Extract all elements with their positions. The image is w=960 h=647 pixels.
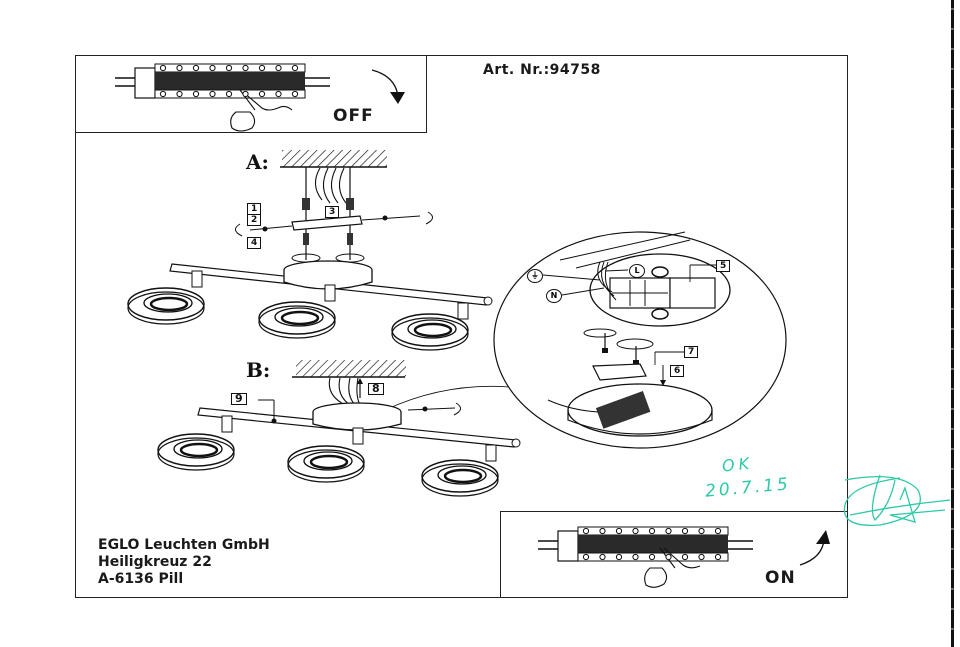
section-a-label: A: bbox=[246, 150, 269, 174]
spotlight-fixture-icon bbox=[126, 260, 493, 352]
breaker-slot bbox=[258, 90, 266, 98]
breaker-slot bbox=[225, 90, 233, 98]
breaker-slot bbox=[582, 553, 590, 561]
breaker-slot bbox=[714, 553, 722, 561]
breaker-slot bbox=[209, 90, 216, 98]
breaker-slot bbox=[681, 527, 689, 535]
breaker-slot bbox=[665, 527, 672, 535]
ceiling-hatch-icon bbox=[282, 150, 387, 167]
part-number-4: 4 bbox=[247, 237, 262, 249]
breaker-slot bbox=[159, 90, 167, 98]
mounting-bracket bbox=[291, 215, 363, 231]
breaker-slot bbox=[714, 527, 722, 535]
breaker-slot bbox=[648, 527, 656, 535]
neutral-terminal-label: N bbox=[546, 289, 562, 303]
part-number-9: 9 bbox=[231, 393, 247, 405]
section-b-label: B: bbox=[246, 358, 271, 382]
handwritten-approval: OK bbox=[721, 453, 755, 476]
breaker-slot bbox=[681, 553, 689, 561]
breaker-slot bbox=[599, 527, 606, 535]
earth-terminal-label: ⏚ bbox=[527, 269, 543, 283]
article-number: Art. Nr.:94758 bbox=[483, 62, 601, 78]
breaker-slot bbox=[176, 90, 183, 98]
anchor-icon bbox=[346, 198, 354, 210]
screw-icon bbox=[303, 233, 309, 245]
breaker-slot bbox=[225, 64, 233, 72]
breaker-slot bbox=[698, 553, 705, 561]
terminal-detail-circle bbox=[493, 231, 787, 449]
breaker-slot bbox=[648, 553, 656, 561]
part-number-5: 5 bbox=[716, 260, 731, 272]
breaker-slot bbox=[582, 527, 590, 535]
part-number-7: 7 bbox=[684, 346, 699, 358]
part-number-3: 3 bbox=[325, 206, 340, 218]
part-number-8: 8 bbox=[368, 383, 384, 395]
breaker-slot bbox=[615, 527, 623, 535]
breaker-slot bbox=[291, 64, 299, 72]
switch-off-label: OFF bbox=[333, 106, 374, 126]
breaker-slot bbox=[275, 90, 282, 98]
ceiling-hatch-icon bbox=[296, 360, 406, 377]
breaker-slot bbox=[698, 527, 705, 535]
instruction-sheet-frame bbox=[75, 55, 848, 598]
spotlight-fixture-icon bbox=[156, 402, 521, 498]
part-number-2: 2 bbox=[247, 214, 262, 226]
manufacturer-name: EGLO Leuchten GmbH bbox=[98, 537, 270, 553]
breaker-slot bbox=[176, 64, 183, 72]
breaker-slot bbox=[599, 553, 606, 561]
breaker-slot bbox=[275, 64, 282, 72]
breaker-slot bbox=[258, 64, 266, 72]
breaker-slot bbox=[192, 64, 200, 72]
manufacturer-city: A-6136 Pill bbox=[98, 571, 184, 587]
breaker-slot bbox=[242, 90, 249, 98]
part-number-6: 6 bbox=[670, 365, 685, 377]
manufacturer-street: Heiligkreuz 22 bbox=[98, 554, 212, 570]
breaker-slot bbox=[615, 553, 623, 561]
terminal-block-icon bbox=[609, 277, 716, 309]
live-terminal-label: L bbox=[629, 264, 645, 278]
breaker-slot bbox=[192, 90, 200, 98]
breaker-slot bbox=[209, 64, 216, 72]
breaker-slot bbox=[632, 527, 639, 535]
anchor-icon bbox=[302, 198, 310, 210]
breaker-slot bbox=[159, 64, 167, 72]
breaker-slot bbox=[242, 64, 249, 72]
screw-icon bbox=[347, 233, 353, 245]
breaker-slot bbox=[291, 90, 299, 98]
breaker-slot bbox=[665, 553, 672, 561]
switch-off-panel bbox=[75, 55, 427, 133]
breaker-slot bbox=[632, 553, 639, 561]
signature-icon bbox=[843, 474, 951, 526]
switch-on-label: ON bbox=[765, 568, 796, 588]
switch-on-panel bbox=[500, 511, 848, 598]
scan-edge-line bbox=[951, 0, 954, 647]
